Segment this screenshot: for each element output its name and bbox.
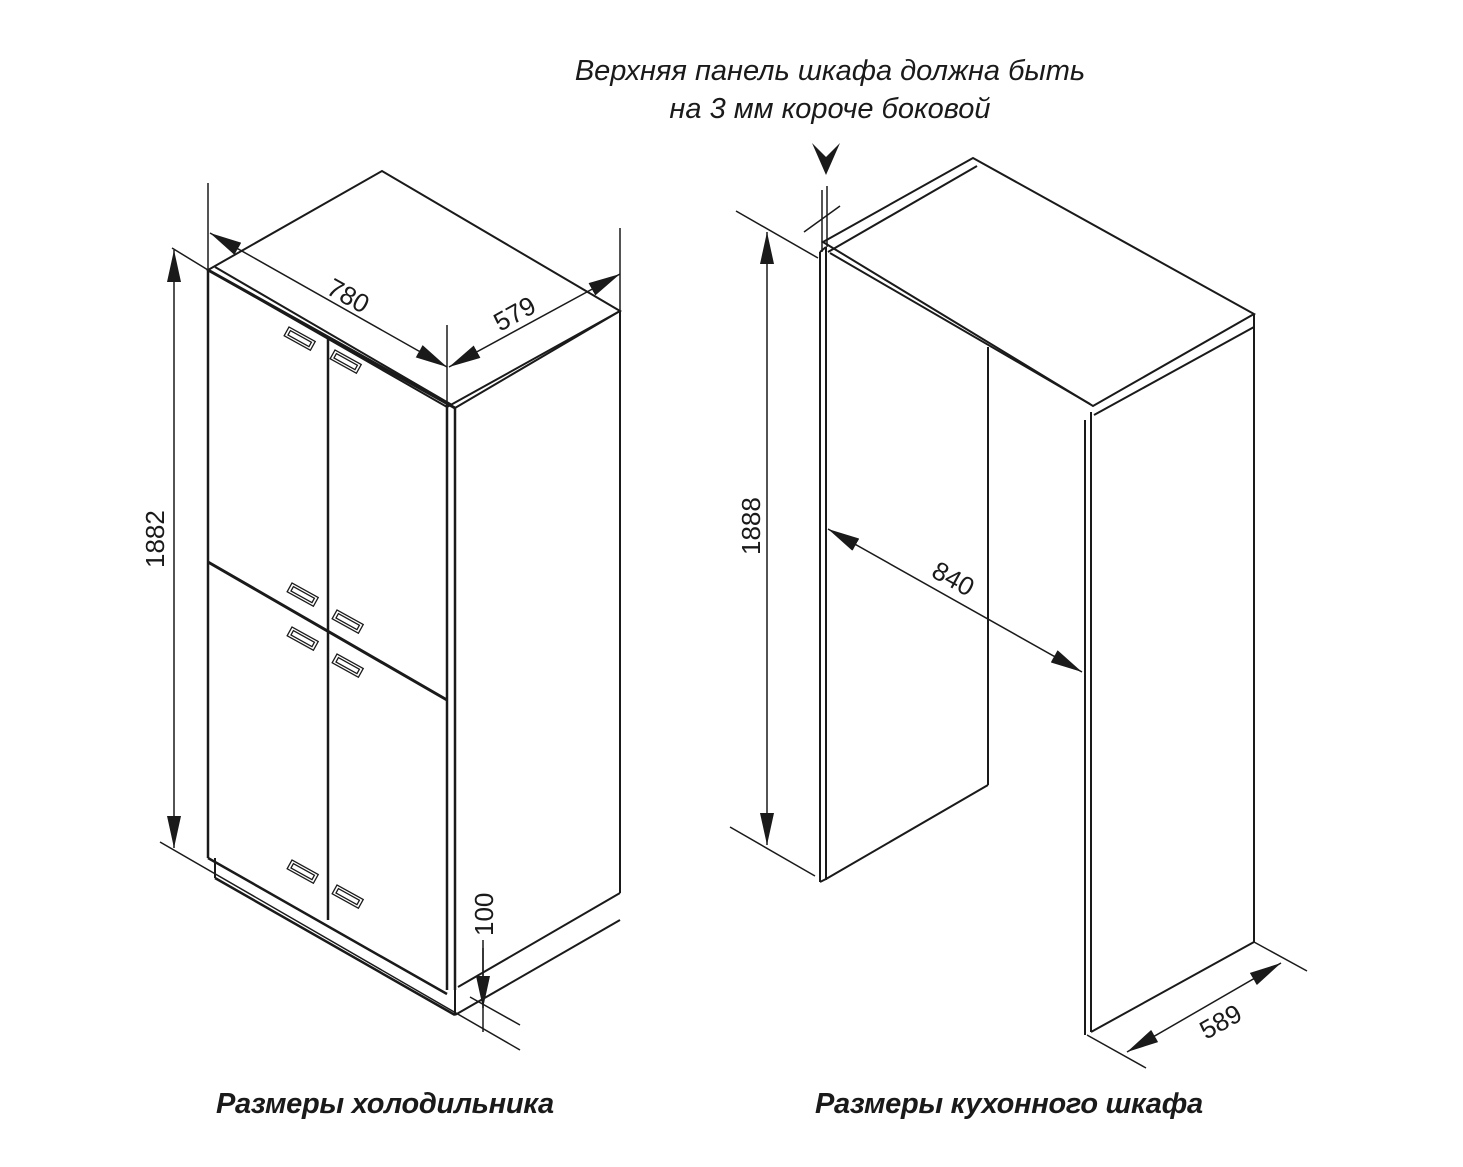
fridge-drawing [205, 169, 623, 1017]
handle-icon [331, 609, 365, 635]
handle-icon [286, 626, 320, 652]
fridge-top [205, 169, 623, 409]
handle-icon [331, 884, 365, 910]
cabinet-depth-label: 589 [1194, 998, 1246, 1045]
fridge-handles [283, 326, 365, 910]
fridge-dimensions [159, 183, 621, 1051]
note-pointer-arrow-icon [812, 143, 840, 175]
installation-note: Верхняя панель шкафа должна быть на 3 мм… [530, 52, 1130, 128]
note-line-2: на 3 мм короче боковой [669, 93, 991, 125]
fridge-plinth-label: 100 [469, 893, 499, 936]
handle-icon [331, 653, 365, 679]
fridge-caption: Размеры холодильника [216, 1088, 554, 1120]
cabinet-caption: Размеры кухонного шкафа [815, 1088, 1203, 1120]
cabinet-dimensions [729, 186, 1308, 1069]
cabinet-width-label: 840 [927, 555, 979, 602]
note-line-1: Верхняя панель шкафа должна быть [574, 55, 1086, 87]
handle-icon [286, 859, 320, 885]
cabinet-drawing [819, 156, 1257, 1035]
cabinet-height-label: 1888 [736, 497, 766, 555]
handle-icon [286, 582, 320, 608]
fridge-height-label: 1882 [140, 510, 170, 568]
handle-icon [283, 326, 317, 352]
cabinet-top-panel [821, 156, 1257, 408]
